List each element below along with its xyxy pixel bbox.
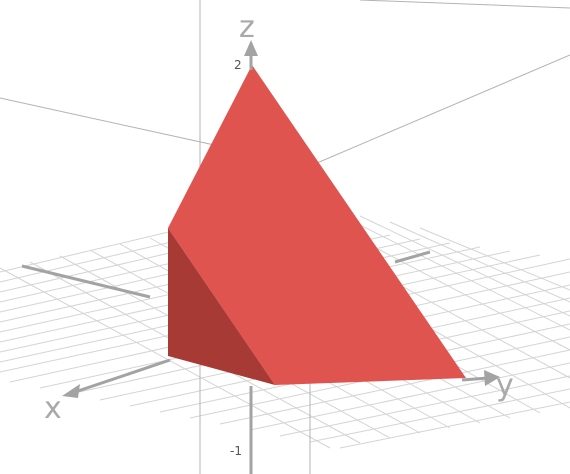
z-tick-label-bottom: -1 <box>230 444 242 458</box>
z-arrow-head <box>244 40 258 56</box>
x-axis-label: x <box>44 391 62 426</box>
y-axis <box>394 250 500 386</box>
x-axis <box>21 264 171 398</box>
solid-shadow-face[interactable] <box>168 228 275 385</box>
red-solid[interactable] <box>168 65 466 385</box>
z-tick-label-top: 2 <box>234 58 242 72</box>
z-axis-label: z <box>239 10 255 45</box>
solid-front-face[interactable] <box>168 65 466 385</box>
y-axis-label: y <box>496 368 514 403</box>
z-axis-upper <box>244 40 258 70</box>
